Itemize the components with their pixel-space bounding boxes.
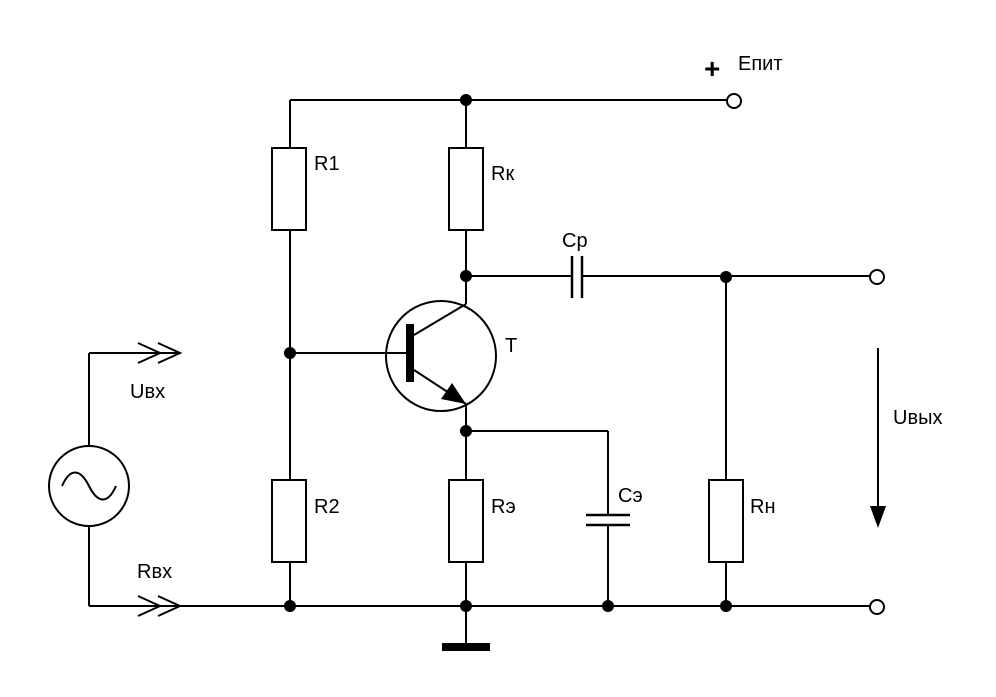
output-terminal-bottom[interactable] [869,599,885,615]
transistor-t: Т [290,300,517,480]
output-voltage-arrow: Uвых [870,348,942,528]
output-terminal-top[interactable] [869,269,885,285]
ground-icon [442,643,490,651]
re-label: Rэ [491,496,516,518]
r1-label: R1 [314,153,340,175]
transistor-label: Т [505,335,517,357]
supply-plus-sign: + [704,53,720,84]
junction-dots [284,94,732,612]
r2-label: R2 [314,496,340,518]
rin-label: Rвх [137,561,172,583]
supply-label: Епит [738,53,783,75]
ce-label: Сэ [618,485,643,507]
supply-terminal[interactable] [726,93,742,109]
supply-rail: + Епит [289,53,783,148]
coupling-capacitor-cp: Ср [466,230,885,298]
cp-label: Ср [562,230,588,252]
uin-label: Uвх [130,381,165,403]
uout-label: Uвых [893,407,942,429]
resistor-rn: Rн [708,276,776,606]
resistor-rk: Rк [448,100,514,304]
resistor-r1: R1 [271,147,340,480]
resistor-re: Rэ [448,479,516,606]
rn-label: Rн [750,496,776,518]
emitter-capacitor-ce: Сэ [466,430,643,606]
input-source: Uвх Rвх [48,342,183,617]
resistor-r2: R2 [271,479,340,606]
rk-label: Rк [491,163,514,185]
